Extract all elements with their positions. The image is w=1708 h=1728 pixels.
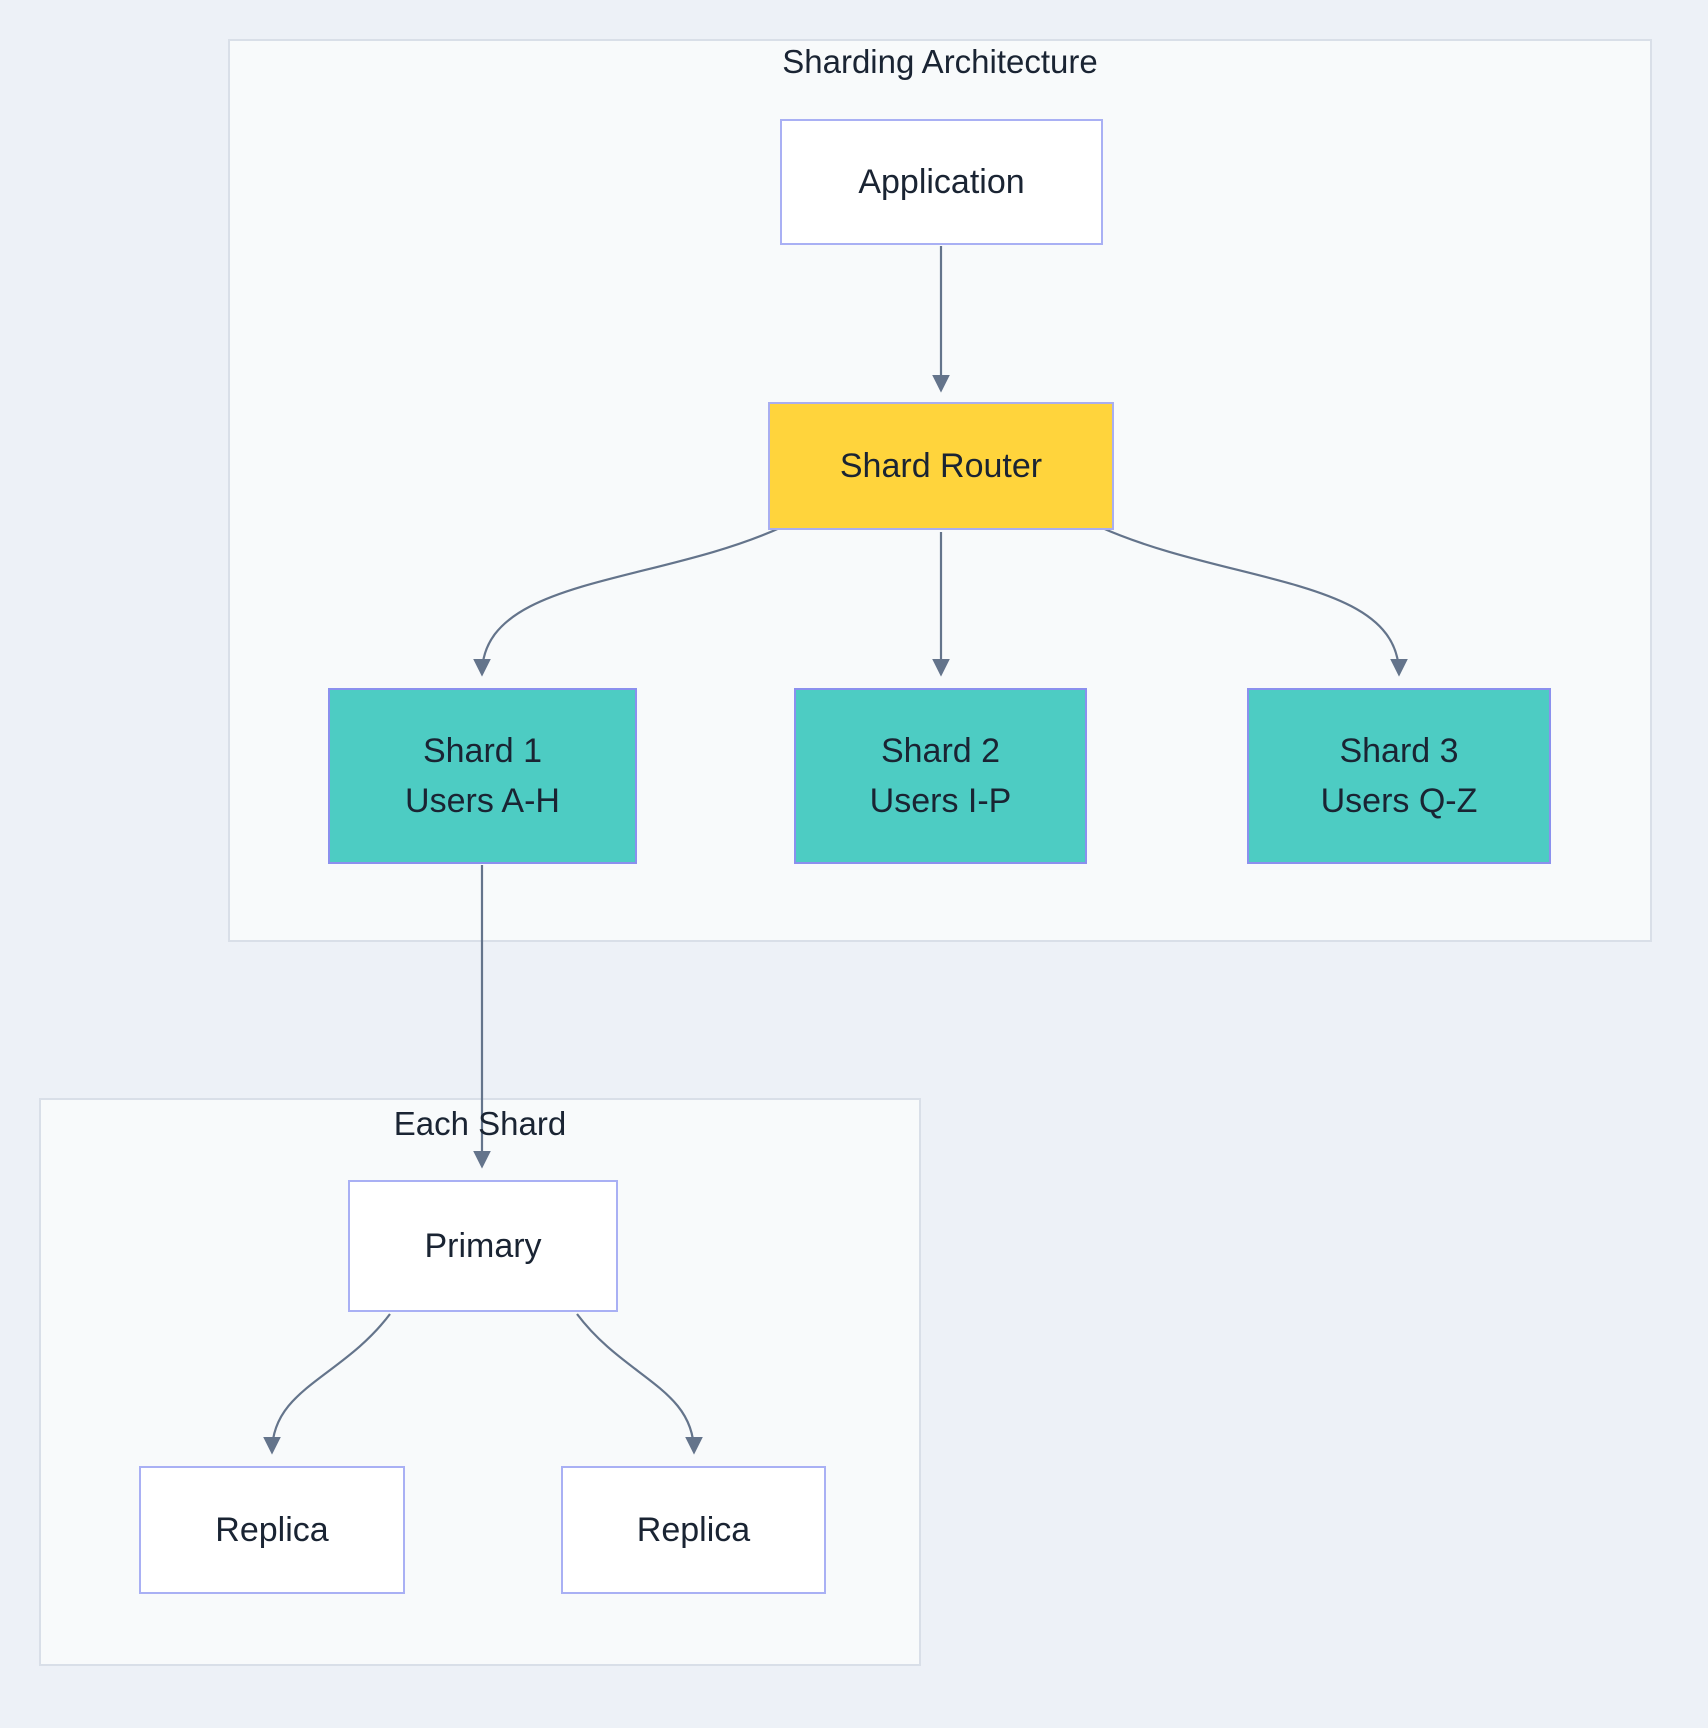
node-replica-left: Replica xyxy=(139,1466,405,1594)
node-shard-3-title: Shard 3 xyxy=(1339,732,1459,770)
node-shard-3-range: Users Q-Z xyxy=(1320,782,1478,820)
node-application-label: Application xyxy=(858,163,1025,201)
node-shard-2-title: Shard 2 xyxy=(880,732,1001,770)
edge-primary-to-replica-right xyxy=(576,1313,703,1455)
node-application: Application xyxy=(780,119,1103,245)
node-primary-label: Primary xyxy=(424,1227,542,1265)
cluster-title-sharding-architecture: Sharding Architecture xyxy=(782,43,1098,80)
node-shard-router-label: Shard Router xyxy=(839,447,1043,485)
node-shard-2-range: Users I-P xyxy=(869,782,1012,820)
node-shard-router: Shard Router xyxy=(768,402,1114,530)
node-shard-1: Shard 1 Users A-H xyxy=(328,688,637,864)
node-replica-right: Replica xyxy=(561,1466,826,1594)
node-shard-2: Shard 2 Users I-P xyxy=(794,688,1087,864)
node-replica-left-label: Replica xyxy=(215,1511,329,1549)
node-shard-1-range: Users A-H xyxy=(405,782,560,820)
node-shard-1-title: Shard 1 xyxy=(422,732,543,770)
cluster-title-each-shard: Each Shard xyxy=(393,1105,567,1142)
edge-router-to-shard1 xyxy=(473,525,783,677)
node-replica-right-label: Replica xyxy=(636,1511,751,1549)
node-shard-3: Shard 3 Users Q-Z xyxy=(1247,688,1551,864)
edge-router-to-shard3 xyxy=(1099,525,1408,677)
edge-primary-to-replica-left xyxy=(263,1313,391,1455)
node-primary: Primary xyxy=(348,1180,618,1312)
